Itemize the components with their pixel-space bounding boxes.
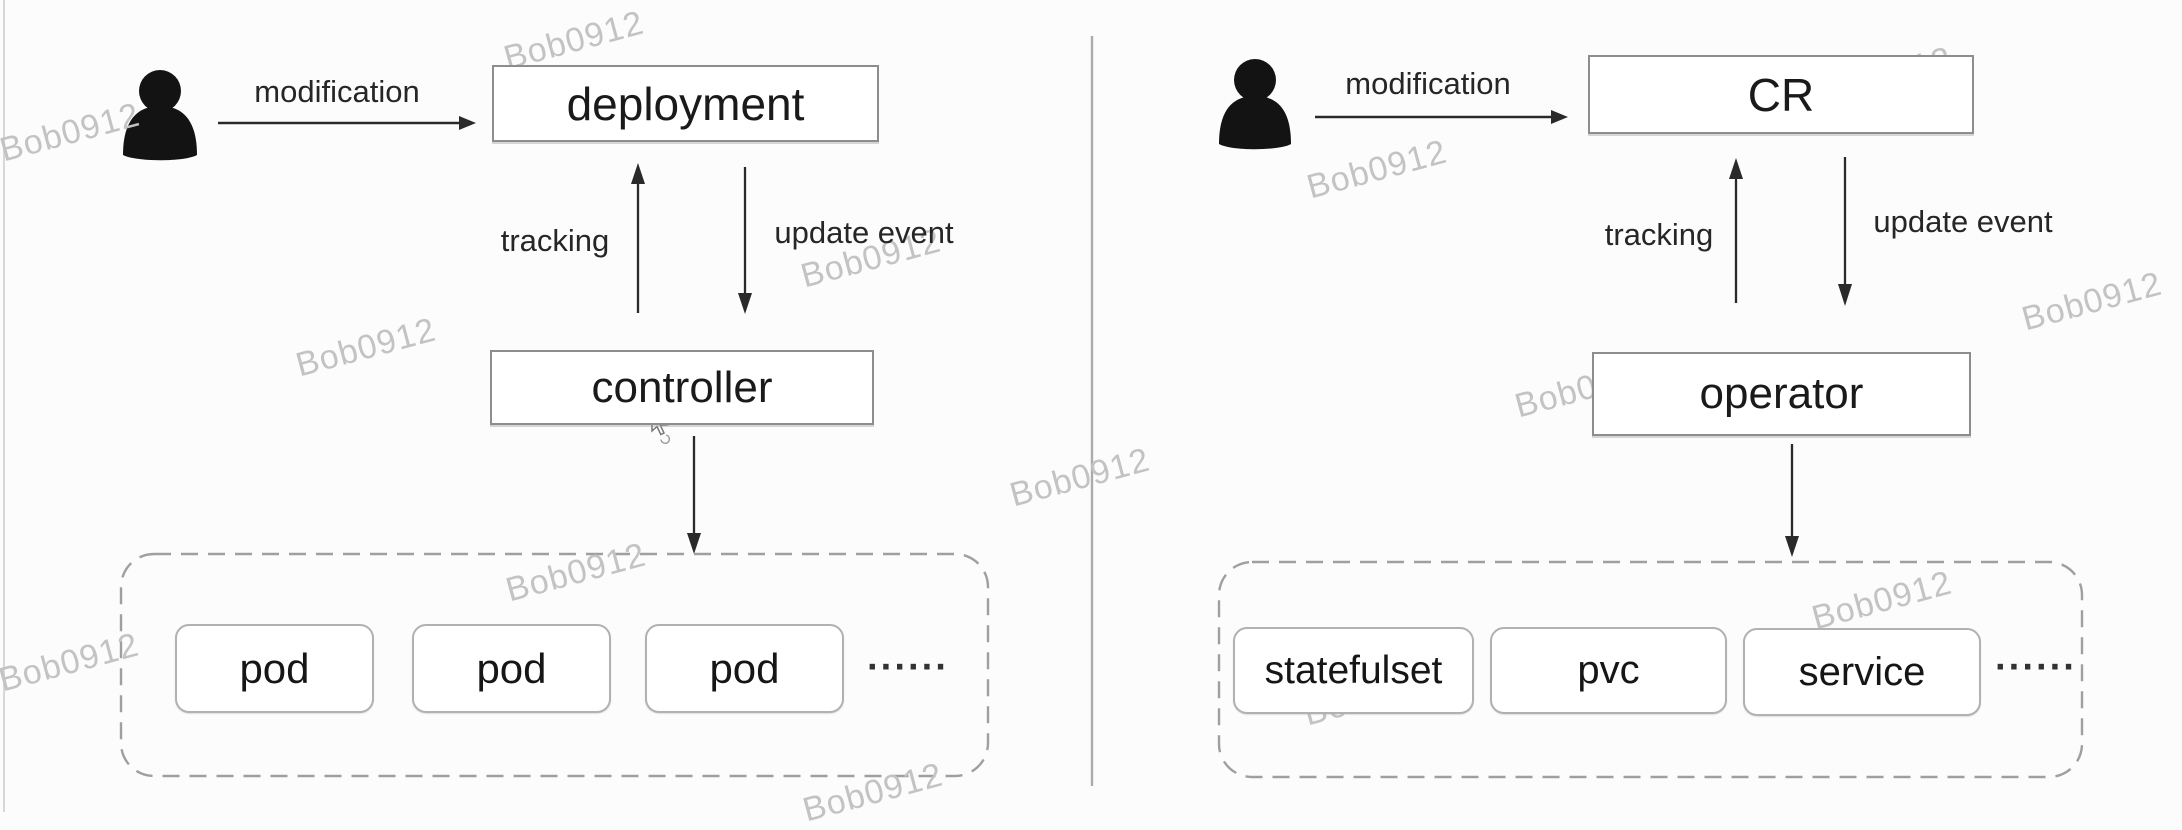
diagram-canvas [3,0,2084,812]
ellipsis-more-resources: ······ [1995,646,2077,689]
update-event-arrow-right [1838,157,1852,306]
pod-label: pod [709,644,780,692]
user-icon [123,70,197,161]
update-event-label: update event [774,215,954,250]
pod-box: pod [175,624,374,713]
modification-label: modification [1345,66,1511,101]
tracking-label: tracking [500,223,610,258]
resources-group-container [1217,560,2084,779]
update-event-label: update event [1873,204,2053,239]
pod-label: pod [239,644,310,692]
pod-box: pod [645,624,844,713]
tracking-label: tracking [1604,217,1714,252]
pod-label: pod [476,644,547,692]
operator-box-label: operator [1699,369,1864,418]
controller-box: controller [490,350,874,425]
modification-arrow-right [1315,110,1568,124]
update-event-arrow-left [738,167,752,314]
service-box: service [1743,628,1981,716]
pods-group-container [119,552,990,778]
modification-label: modification [254,74,420,109]
operator-to-resources-arrow [1785,444,1799,557]
deployment-box-label: deployment [566,77,805,130]
pod-box: pod [412,624,611,713]
modification-arrow-left [218,116,476,130]
cr-box: CR [1588,55,1974,134]
pvc-label: pvc [1577,648,1640,692]
statefulset-box: statefulset [1233,627,1474,714]
service-label: service [1798,649,1926,694]
user-icon [1219,59,1291,150]
ellipsis-more-pods: ······ [867,646,949,689]
controller-to-pods-arrow [687,436,701,554]
statefulset-label: statefulset [1264,648,1443,692]
tracking-arrow-right [1729,158,1743,303]
deployment-box: deployment [492,65,879,142]
controller-box-label: controller [591,362,773,412]
cr-box-label: CR [1747,68,1815,121]
tracking-arrow-left [631,163,645,313]
pvc-box: pvc [1490,627,1727,714]
operator-box: operator [1592,352,1971,436]
